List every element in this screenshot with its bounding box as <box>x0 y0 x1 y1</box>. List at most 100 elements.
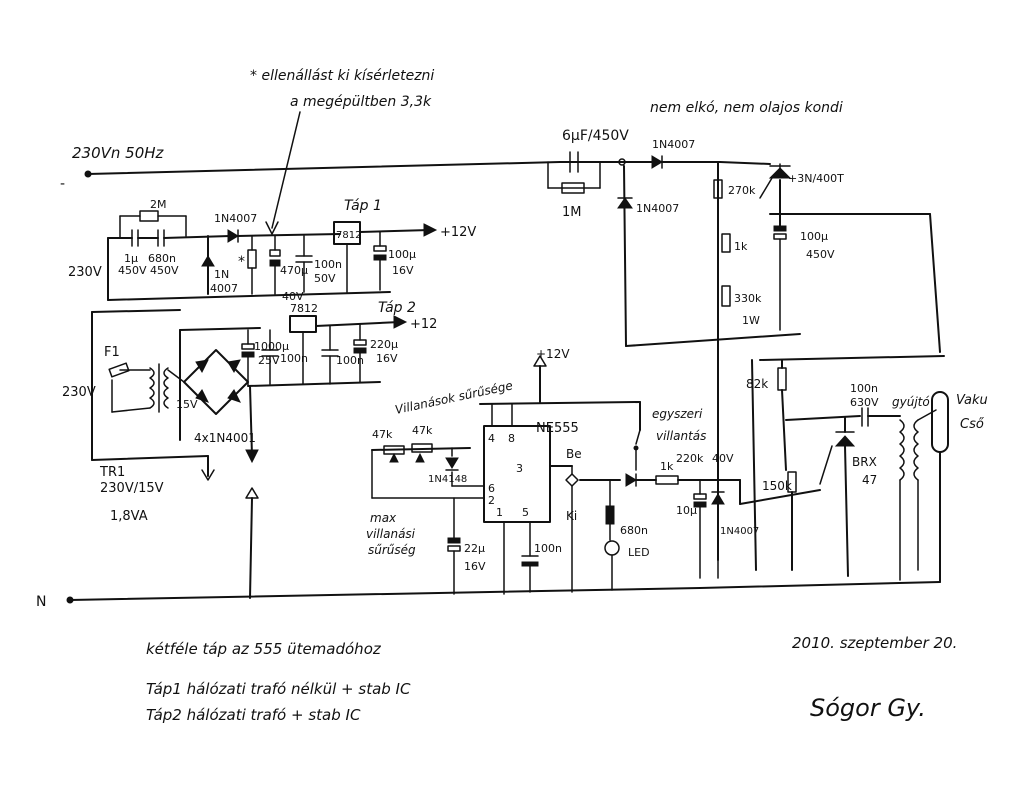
c-220u-t2-voltage: 16V <box>376 352 398 365</box>
c-100u-t1-voltage: 16V <box>392 264 414 277</box>
c-100u-hv-label: 100μ <box>800 230 828 243</box>
ic-pin-6: 6 <box>488 482 495 495</box>
c-100u-hv-voltage: 450V <box>806 248 835 261</box>
mains-rail-top <box>84 161 771 178</box>
tube-label-1: Vaku <box>956 393 988 408</box>
ic-pin-1: 1 <box>496 506 503 519</box>
c-1u-label: 1μ <box>124 252 138 265</box>
ne555-timer: +12V NE555 4 8 3 6 2 1 5 Villanások sűrű… <box>366 347 759 595</box>
resistor-star: * <box>238 254 245 270</box>
tube-label-2: Cső <box>960 417 985 432</box>
c-220u-t2-label: 220μ <box>370 338 398 351</box>
d-1n4007-b-label: 1N4007 <box>720 526 759 537</box>
c-100n-555-label: 100n <box>534 542 562 555</box>
c-22u-voltage: 16V <box>464 560 486 573</box>
r-1k-label: 1k <box>734 240 748 253</box>
c-470u-voltage: 40V <box>282 290 304 303</box>
brx-num: 47 <box>862 473 877 487</box>
c-100n-630-label: 100n <box>850 382 878 395</box>
d-1n4007-hv1-label: 1N4007 <box>652 138 695 151</box>
transformer-power: 1,8VA <box>110 509 148 524</box>
ic-pin-4: 4 <box>488 432 495 445</box>
vcc-label: +12V <box>536 347 570 361</box>
d-1n4007-t1a: 1N4007 <box>214 212 257 225</box>
r-330k-power: 1W <box>742 314 760 327</box>
r-270k-label: 270k <box>728 184 756 197</box>
footer-line-3: Táp2 hálózati trafó + stab IC <box>146 706 361 724</box>
neutral-rail-bottom <box>66 581 941 604</box>
r-150k-label: 150k <box>762 479 792 493</box>
d-1n4007-hv2-label: 1N4007 <box>636 202 679 215</box>
led-label: LED <box>628 546 650 559</box>
mains-label: 230Vn 50Hz <box>72 144 165 162</box>
footer-line-1: kétféle táp az 555 ütemadóhoz <box>146 640 382 658</box>
r-220k-label: 220k <box>676 452 704 465</box>
max-label-2: villanási <box>366 527 416 541</box>
thyristor-label: +3N/400T <box>788 172 844 185</box>
tap2-input-label: 230V <box>62 385 96 400</box>
ic-pin-5: 5 <box>522 506 529 519</box>
transformer-ratio: 230V/15V <box>100 481 164 496</box>
d-1n4007-t1b-num: 4007 <box>210 282 238 295</box>
reg-t1-label: 7812 <box>336 230 361 241</box>
c-680n-voltage: 450V <box>150 264 179 277</box>
c-22u-label: 22μ <box>464 542 485 555</box>
c-100n-630-voltage: 630V <box>850 396 879 409</box>
tap2-title: Táp 2 <box>378 300 416 316</box>
r-680-label: 680n <box>620 524 648 537</box>
nonpolar-cap-note: nem elkó, nem olajos kondi <box>650 100 843 116</box>
tap1-input-label: 230V <box>68 265 102 280</box>
r-330k-label: 330k <box>734 292 762 305</box>
reg-t2-label: 7812 <box>290 302 318 315</box>
c-100n-t2b-label: 100n <box>336 354 364 367</box>
c-1000u-voltage: 25V <box>258 354 280 367</box>
sec-15v-label: 15V <box>176 398 198 411</box>
max-label-3: sűrűség <box>368 543 416 557</box>
d-1n4007-t1b: 1N <box>214 268 229 281</box>
note-arrow <box>265 111 301 235</box>
tap1-supply: 230V 2M 1μ 450V 680n 450V 1N 4007 1N4007 <box>68 198 476 303</box>
max-label-1: max <box>370 511 397 525</box>
minus-sign: - <box>60 176 65 192</box>
date-label: 2010. szeptember 20. <box>792 634 957 652</box>
neutral-label: N <box>36 594 46 610</box>
c-100n-t1-voltage: 50V <box>314 272 336 285</box>
c-100n-t2a-label: 100n <box>280 352 308 365</box>
r-1m-label: 1M <box>562 205 582 220</box>
footer-line-2: Táp1 hálózati trafó nélkül + stab IC <box>146 680 411 698</box>
r-1k-b-label: 1k <box>660 460 674 473</box>
c-470u-label: 470μ <box>280 264 308 277</box>
r-82k-label: 82k <box>746 377 768 391</box>
brx-label: BRX <box>852 455 877 469</box>
d-1n4148-label: 1N4148 <box>428 474 467 485</box>
pot-47k-b: 47k <box>412 424 433 437</box>
c-680n-label: 680n <box>148 252 176 265</box>
c-6u-label: 6μF/450V <box>562 128 629 144</box>
note-line-2: a megépültben 3,3k <box>290 94 432 110</box>
ne555-label: NE555 <box>536 421 579 436</box>
bridge-label: 4x1N4001 <box>194 431 256 445</box>
tap1-title: Táp 1 <box>344 198 382 214</box>
ic-pin-8: 8 <box>508 432 515 445</box>
fuse-label: F1 <box>104 345 120 360</box>
tap1-output: +12V <box>440 225 476 240</box>
c-100n-t1-label: 100n <box>314 258 342 271</box>
r-220k-voltage: 40V <box>712 452 734 465</box>
ic-pin-2: 2 <box>488 494 495 507</box>
pot-47k-a: 47k <box>372 428 393 441</box>
trigger-coil-label: gyújtó <box>892 395 930 409</box>
switch-be: Be <box>566 447 582 461</box>
tap2-output: +12 <box>410 317 437 332</box>
transformer-name: TR1 <box>99 465 125 480</box>
r-2m-label: 2M <box>150 198 167 211</box>
c-100u-t1-label: 100μ <box>388 248 416 261</box>
c-1u-voltage: 450V <box>118 264 147 277</box>
c-10u-label: 10μ <box>676 504 697 517</box>
note-line-1: * ellenállást ki kísérletezni <box>250 68 434 84</box>
signature: Sógor Gy. <box>810 694 926 722</box>
ic-pin-3: 3 <box>516 462 523 475</box>
tap2-supply: 230V F1 15V 4x1N4001 1000μ 25V 100n <box>62 300 437 599</box>
single-flash-label-1: egyszeri <box>652 407 703 421</box>
